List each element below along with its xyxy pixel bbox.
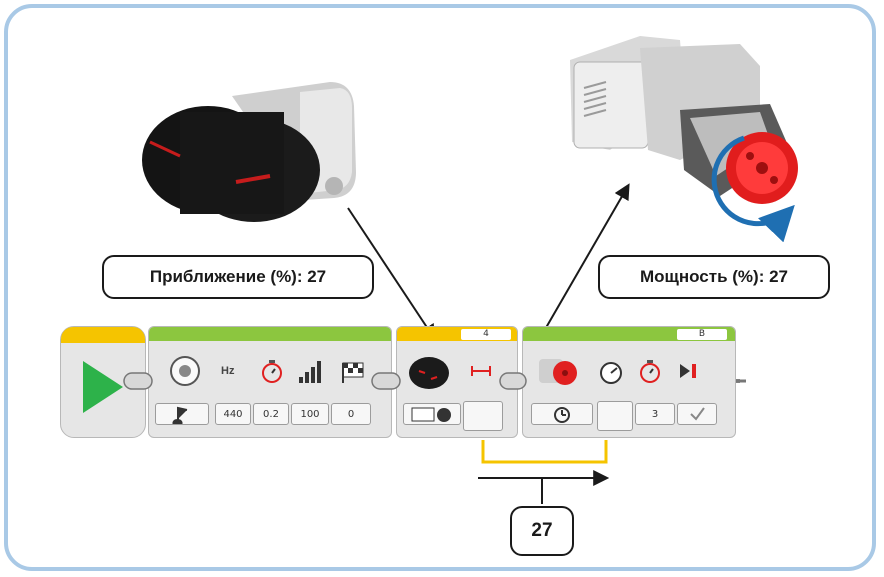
distance-icon	[471, 366, 491, 376]
sound-mode-selector[interactable]	[155, 403, 209, 427]
large-motor-image	[570, 36, 798, 243]
sound-block-tab	[149, 327, 391, 341]
large-motor-icon	[539, 359, 577, 385]
sound-block[interactable]: Hz 440 0.2 100 0	[148, 326, 392, 438]
sensor-port: 4	[461, 329, 511, 340]
infrared-sensor-block[interactable]: 4	[396, 326, 518, 438]
proximity-output-plug[interactable]	[463, 401, 503, 431]
data-wire	[481, 440, 608, 464]
motor-timer-icon	[640, 360, 660, 383]
timer-icon	[262, 360, 282, 383]
duration-input[interactable]: 0.2	[253, 403, 289, 425]
checkered-flag-icon	[342, 362, 364, 383]
volume-input[interactable]: 100	[291, 403, 329, 425]
volume-bars-icon	[299, 361, 321, 383]
check-icon	[690, 407, 705, 421]
motor-pointer-arrow	[535, 183, 630, 346]
hz-label: Hz	[221, 365, 235, 377]
large-motor-block[interactable]: B 3	[522, 326, 736, 438]
brake-icon	[680, 364, 696, 378]
power-input-plug[interactable]	[597, 401, 633, 431]
play-icon	[83, 361, 123, 413]
seconds-input[interactable]: 3	[635, 403, 675, 425]
speaker-icon	[170, 356, 200, 386]
value-callout: 27	[510, 506, 574, 556]
play-type-input[interactable]: 0	[331, 403, 371, 425]
infrared-sensor-icon	[409, 357, 449, 389]
power-callout: Мощность (%): 27	[598, 255, 830, 299]
power-gauge-icon	[600, 362, 622, 384]
proximity-callout: Приближение (%): 27	[102, 255, 374, 299]
sensor-mode-selector[interactable]	[403, 403, 461, 425]
motor-port: B	[677, 329, 727, 340]
start-block[interactable]	[60, 326, 146, 438]
seconds-mode-icon	[554, 407, 570, 423]
motor-mode-selector[interactable]	[531, 403, 593, 425]
start-block-tab	[61, 327, 145, 343]
frequency-input[interactable]: 440	[215, 403, 251, 425]
sensor-pointer-arrow	[347, 207, 436, 341]
measure-mode-icon	[411, 407, 451, 422]
infrared-sensor-image	[142, 82, 356, 222]
brake-check-input[interactable]	[677, 403, 717, 425]
